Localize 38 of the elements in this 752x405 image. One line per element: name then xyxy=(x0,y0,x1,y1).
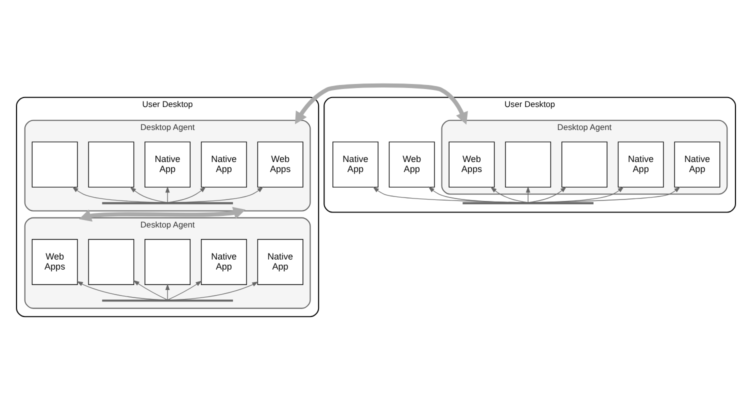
node-bar xyxy=(462,202,594,204)
arrow xyxy=(133,280,168,300)
arrow xyxy=(76,280,168,300)
node-box: Web App xyxy=(388,141,435,188)
node-box xyxy=(505,141,552,188)
node-box xyxy=(144,238,191,284)
node-box: Native App xyxy=(200,238,247,284)
node-box: Native App xyxy=(200,141,247,188)
arrow xyxy=(165,186,170,202)
arrow xyxy=(130,186,168,202)
node-box xyxy=(88,238,134,284)
node-box: Native App xyxy=(674,141,720,188)
arrow xyxy=(372,186,528,202)
arrow xyxy=(528,186,680,202)
node-box: Native App xyxy=(332,141,378,188)
node-box: Web Apps xyxy=(32,238,78,284)
node-box: Web Apps xyxy=(257,141,304,188)
arrow xyxy=(167,280,202,300)
arrow xyxy=(167,186,264,202)
node-box: Native App xyxy=(144,141,191,188)
arrow xyxy=(528,186,624,202)
node-bar xyxy=(102,202,233,204)
arrow xyxy=(528,186,567,202)
node-box xyxy=(32,141,78,188)
node-box: Web Apps xyxy=(448,141,495,188)
node-bar xyxy=(102,299,233,302)
arrow xyxy=(168,281,258,300)
arrow xyxy=(526,186,530,202)
arrow xyxy=(167,186,206,202)
arrow xyxy=(490,186,528,202)
node-box xyxy=(88,141,134,188)
arrow xyxy=(72,186,168,202)
arrow xyxy=(165,283,170,300)
arrow xyxy=(294,82,468,124)
arrow xyxy=(79,206,246,222)
node-box xyxy=(561,141,608,188)
node-box: Native App xyxy=(257,238,304,284)
node-box: Native App xyxy=(618,141,664,188)
